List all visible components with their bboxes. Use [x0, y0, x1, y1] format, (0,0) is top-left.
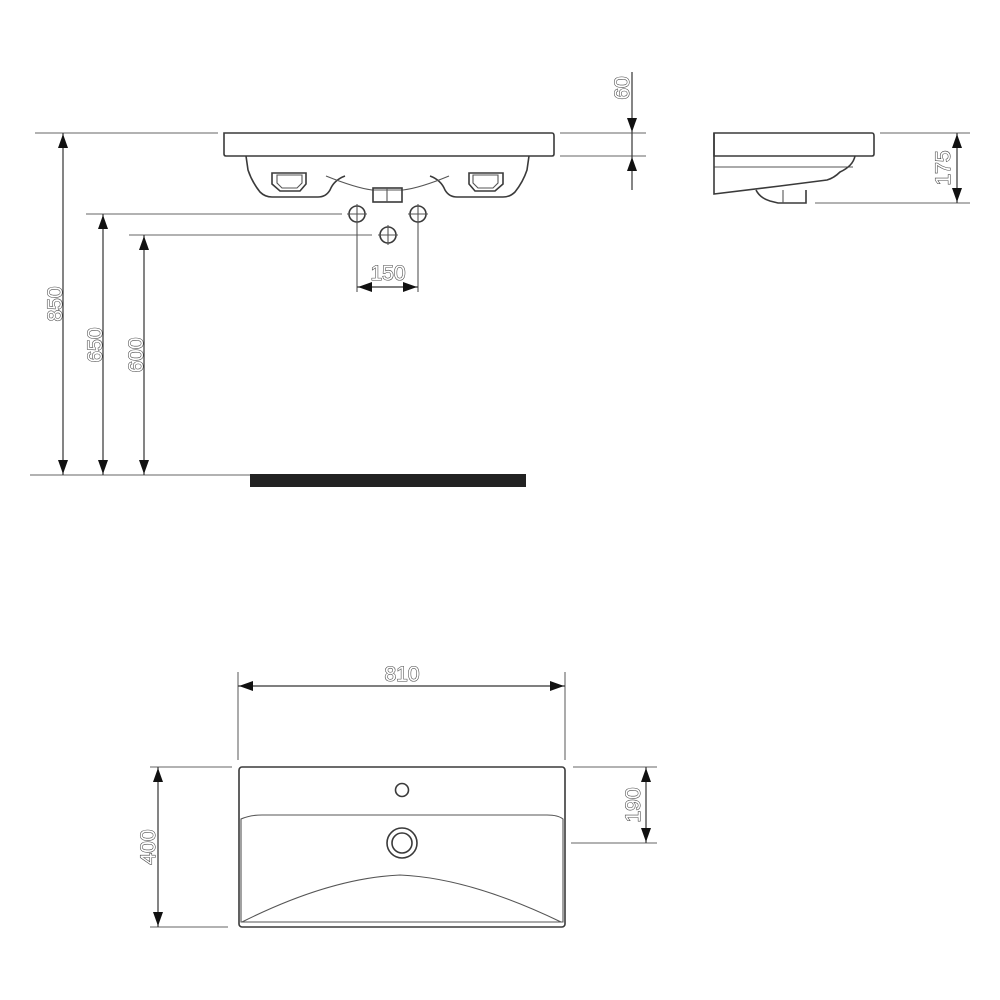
right-handle-recess [468, 172, 504, 192]
plan-bowl [240, 814, 564, 923]
dim-810: 810 [384, 663, 419, 686]
left-handle-recess [271, 172, 307, 192]
drain-inner-icon [391, 832, 413, 854]
front-view: 850 650 600 150 60 [30, 72, 646, 487]
basin-body [245, 155, 530, 198]
side-rim [713, 132, 875, 157]
dim-600: 600 [125, 337, 148, 372]
basin-rim [223, 132, 555, 157]
dim-60: 60 [611, 76, 634, 99]
plan-bowl-ridge [241, 874, 562, 923]
drain-outer-icon [386, 827, 418, 859]
right-handle-recess-inner [472, 174, 499, 189]
dim-400: 400 [137, 829, 160, 864]
side-body [713, 133, 856, 195]
dim-190: 190 [622, 787, 645, 822]
supply-left-icon [347, 204, 367, 224]
supply-right-icon [408, 204, 428, 224]
drain-center-icon [378, 225, 398, 245]
floor-line [250, 474, 526, 487]
top-view: 810 400 190 [136, 662, 657, 928]
dim-150: 150 [370, 262, 405, 285]
side-outlet [755, 189, 807, 204]
left-handle-recess-inner [276, 174, 303, 189]
dim-650: 650 [84, 327, 107, 362]
plan-outline [238, 766, 566, 928]
dim-175: 175 [932, 150, 955, 185]
tap-hole-icon [394, 782, 410, 798]
side-view: 175 [713, 132, 970, 204]
dim-850: 850 [44, 286, 67, 321]
